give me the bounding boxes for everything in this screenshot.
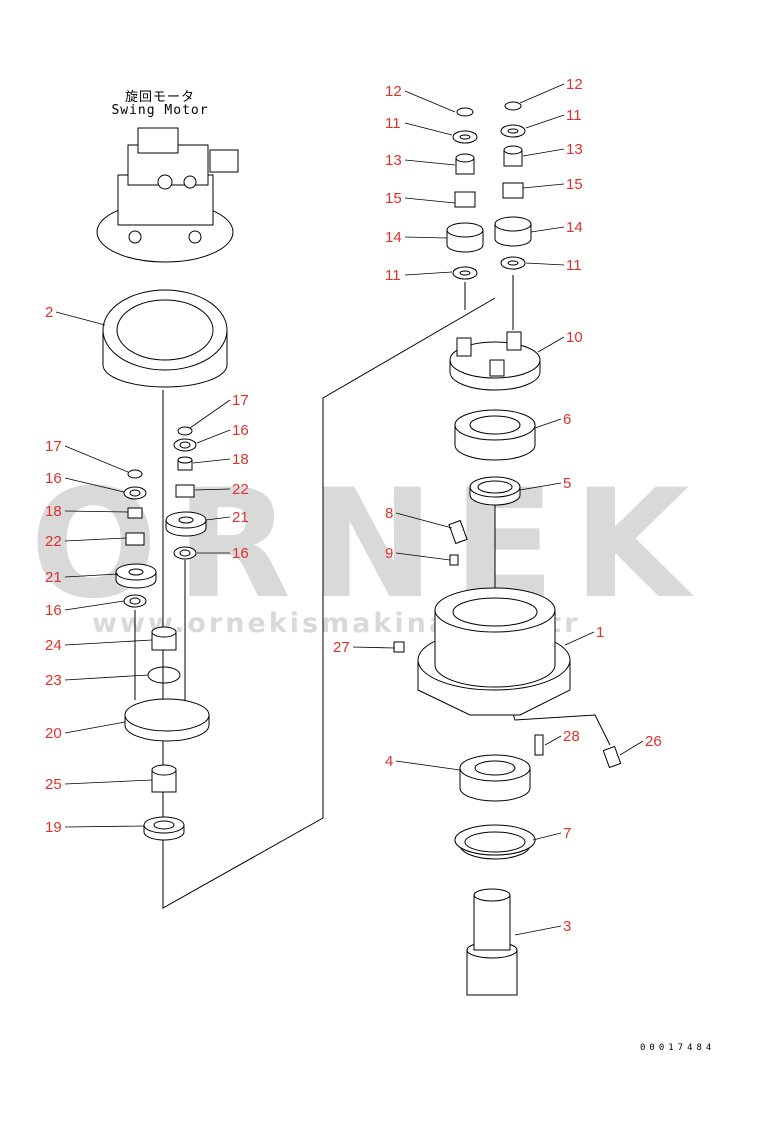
callout-label-12[interactable]: 12 xyxy=(566,76,583,93)
leader-line xyxy=(514,925,562,936)
swing-motor xyxy=(96,127,239,263)
part-pipe-8 xyxy=(448,519,468,566)
leader-line xyxy=(196,429,231,444)
leader-line xyxy=(64,445,129,473)
leader-line xyxy=(205,516,231,521)
leader-line xyxy=(395,552,451,561)
callout-label-11[interactable]: 11 xyxy=(385,115,401,132)
callout-label-28[interactable]: 28 xyxy=(563,728,580,745)
callout-label-20[interactable]: 20 xyxy=(45,725,62,742)
part-carrier xyxy=(449,331,541,391)
leader-line xyxy=(395,760,461,771)
leader-line xyxy=(189,399,231,429)
leader-line xyxy=(564,631,595,646)
small-parts-right xyxy=(446,101,532,280)
callout-label-13[interactable]: 13 xyxy=(385,152,402,169)
callout-label-17[interactable]: 17 xyxy=(45,438,62,455)
leader-line xyxy=(519,482,562,491)
callout-label-16[interactable]: 16 xyxy=(45,470,62,487)
leader-line xyxy=(534,418,562,429)
callout-label-27[interactable]: 27 xyxy=(333,639,350,656)
callouts: 12 12 11 11 13 13 15 15 14 14 11 11 10 6 5 8 9 1 27 28 26 4 7 3… xyxy=(45,76,662,936)
callout-label-21[interactable]: 21 xyxy=(45,569,62,586)
callout-label-22[interactable]: 22 xyxy=(45,533,62,550)
leader-line xyxy=(619,740,644,756)
callout-label-26[interactable]: 26 xyxy=(645,733,662,750)
callout-label-6[interactable]: 6 xyxy=(563,411,571,428)
title-english: Swing Motor xyxy=(111,103,209,118)
leader-line xyxy=(404,159,456,166)
leader-line xyxy=(404,236,448,239)
leader-line xyxy=(64,477,125,493)
leader-line xyxy=(64,510,129,513)
leader-line xyxy=(537,336,565,353)
callout-label-11[interactable]: 11 xyxy=(385,267,401,284)
leader-line xyxy=(519,83,565,104)
callout-label-8[interactable]: 8 xyxy=(385,505,393,522)
leader-line xyxy=(64,721,126,734)
title-japanese: 旋回モータ xyxy=(124,90,195,105)
callout-label-19[interactable]: 19 xyxy=(45,819,62,836)
leader-line xyxy=(64,600,125,611)
leader-line xyxy=(352,646,396,649)
callout-label-10[interactable]: 10 xyxy=(566,329,583,346)
callout-label-13[interactable]: 13 xyxy=(566,141,583,158)
leader-line xyxy=(64,779,153,785)
callout-label-17[interactable]: 17 xyxy=(232,392,249,409)
callout-label-14[interactable]: 14 xyxy=(566,219,583,236)
leader-line xyxy=(192,458,231,464)
leader-line xyxy=(64,573,119,578)
part-bearing-4 xyxy=(459,754,531,802)
callout-label-2[interactable]: 2 xyxy=(45,304,53,321)
leader-line xyxy=(532,832,562,841)
leader-line xyxy=(395,512,453,529)
callout-label-4[interactable]: 4 xyxy=(385,753,393,770)
leader-line xyxy=(404,271,453,276)
part-cover-7 xyxy=(454,824,536,860)
callout-label-25[interactable]: 25 xyxy=(45,776,62,793)
callout-label-22[interactable]: 22 xyxy=(232,481,249,498)
callout-label-15[interactable]: 15 xyxy=(566,176,583,193)
part-bearing-6 xyxy=(454,409,536,461)
callout-label-18[interactable]: 18 xyxy=(45,503,62,520)
callout-label-23[interactable]: 23 xyxy=(45,672,62,689)
callout-label-7[interactable]: 7 xyxy=(563,825,571,842)
callout-label-1[interactable]: 1 xyxy=(596,624,604,641)
leader-line xyxy=(55,311,106,326)
part-shaft-3 xyxy=(466,888,518,996)
callout-label-5[interactable]: 5 xyxy=(563,475,571,492)
callout-label-21[interactable]: 21 xyxy=(232,509,249,526)
leader-line xyxy=(404,197,456,204)
callout-label-12[interactable]: 12 xyxy=(385,83,402,100)
callout-label-3[interactable]: 3 xyxy=(563,918,571,935)
leader-line xyxy=(404,90,456,113)
part-housing xyxy=(393,587,622,769)
leader-line xyxy=(522,148,565,157)
callout-label-16[interactable]: 16 xyxy=(232,545,249,562)
callout-label-16[interactable]: 16 xyxy=(232,422,249,439)
leader-line xyxy=(64,825,145,828)
callout-label-11[interactable]: 11 xyxy=(566,257,582,274)
leader-line xyxy=(525,114,565,129)
leader-line xyxy=(404,122,453,136)
leader-line xyxy=(64,537,127,542)
callout-label-24[interactable]: 24 xyxy=(45,637,62,654)
leader-line xyxy=(530,226,565,233)
small-parts-left xyxy=(115,426,210,841)
leader-line xyxy=(194,488,231,491)
leader-line xyxy=(522,183,565,189)
callout-label-18[interactable]: 18 xyxy=(232,451,249,468)
callout-label-15[interactable]: 15 xyxy=(385,190,402,207)
part-seal-5 xyxy=(469,476,521,506)
callout-label-14[interactable]: 14 xyxy=(385,229,402,246)
callout-label-9[interactable]: 9 xyxy=(385,545,393,562)
callout-label-16[interactable]: 16 xyxy=(45,602,62,619)
callout-label-11[interactable]: 11 xyxy=(566,107,582,124)
drawing-number: 00017484 xyxy=(640,1043,716,1053)
leader-line xyxy=(64,674,149,681)
part-ring-gear xyxy=(102,289,228,388)
leader-line xyxy=(544,735,562,746)
leader-line xyxy=(64,639,153,646)
leader-line xyxy=(525,262,565,266)
